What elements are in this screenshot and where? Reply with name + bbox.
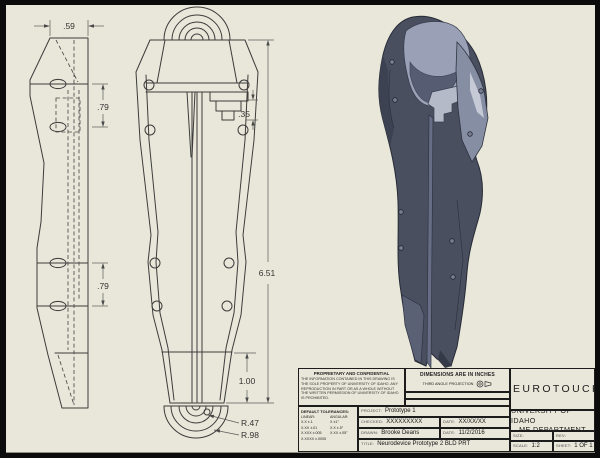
dim-radius-inner: R.47	[241, 418, 259, 428]
drawn-date-cell: DATE: 11/2/2016	[440, 428, 510, 439]
tolerances-header: DEFAULT TOLERANCES:	[301, 409, 350, 414]
scale-label: SCALE:	[513, 443, 529, 448]
dim-side-pitch-lower: .79	[97, 281, 109, 291]
dim-front-tip: 1.00	[239, 376, 256, 386]
drawn-date-value: 11/2/2016	[458, 430, 485, 436]
checked-date-value: XX/XX/XX	[458, 419, 486, 425]
projection-note: THIRD ANGLE PROJECTION	[422, 382, 474, 386]
proprietary-body: THE INFORMATION CONTAINED IN THIS DRAWIN…	[301, 377, 399, 401]
size-label: SIZE:	[513, 433, 525, 438]
spacer-cell	[405, 392, 510, 399]
size-cell: SIZE:	[510, 431, 553, 441]
dim-side-width: .59	[63, 21, 75, 31]
side-view-dimensions: .59 .79 .79	[34, 20, 109, 307]
dim-front-slot: .35	[238, 109, 250, 119]
org-line2: ME DEPARTMENT	[519, 425, 586, 431]
side-view-hidden-lines	[55, 39, 81, 406]
proprietary-title: PROPRIETARY AND CONFIDENTIAL	[313, 371, 390, 376]
scale-value: 1:2	[531, 443, 540, 449]
brand-name: NEUROTOUCH	[511, 383, 594, 395]
dim-radius-outer: R.98	[241, 430, 259, 440]
checked-date-cell: DATE: XX/XX/XX	[440, 417, 510, 428]
side-view: .59 .79 .79	[29, 20, 109, 409]
front-view: .35 6.51 1.00 R.47 R.98	[135, 6, 276, 440]
scale-cell: SCALE: 1:2	[510, 441, 553, 452]
units-note: DIMENSIONS ARE IN INCHES	[420, 372, 495, 378]
org-line1: UNIVERSITY OF IDAHO	[511, 410, 572, 425]
iso-edge-holes	[389, 59, 484, 280]
third-angle-projection-icon	[477, 380, 492, 388]
title-block: PROPRIETARY AND CONFIDENTIAL THE INFORMA…	[298, 368, 595, 452]
sheet-cell: SHEET: 1 OF 1	[553, 441, 595, 452]
drawing-sheet: .59 .79 .79	[6, 5, 595, 453]
tolerances-linear: LINEAR: X.X ±.1 X.XX ±.01 X.XXX ±.005 X.…	[301, 415, 326, 441]
checked-row: CHECKED: XXXXXXXXX	[358, 417, 440, 428]
drawn-value: Brooke Deans	[381, 430, 420, 436]
front-view-dimensions: .35 6.51 1.00 R.47 R.98	[207, 39, 276, 440]
project-label: PROJECT:	[361, 408, 382, 413]
drawing-title: Neurodevice Prototype 2 BLD PRT	[377, 441, 471, 447]
proprietary-cell: PROPRIETARY AND CONFIDENTIAL THE INFORMA…	[298, 368, 405, 406]
drawn-label: DRAWN:	[361, 430, 379, 435]
dim-side-pitch-upper: .79	[97, 102, 109, 112]
project-value: Prototype 1	[384, 408, 416, 414]
dim-front-height: 6.51	[259, 268, 276, 278]
units-cell: DIMENSIONS ARE IN INCHES THIRD ANGLE PRO…	[405, 368, 510, 392]
iso-model	[378, 15, 489, 369]
iso-view	[378, 15, 489, 369]
org-cell: UNIVERSITY OF IDAHO ME DEPARTMENT	[510, 410, 595, 431]
tolerances-angular: ANGULAR: X ±1° X.X ±.5° X.XX ±.05°	[329, 415, 349, 436]
title-label: TITLE:	[361, 441, 375, 446]
checked-date-label: DATE:	[443, 419, 456, 424]
project-row: PROJECT: Prototype 1	[358, 406, 510, 417]
checked-label: CHECKED:	[361, 419, 384, 424]
rev-label: REV:	[556, 433, 566, 438]
front-view-outline	[135, 6, 259, 439]
drawn-date-label: DATE:	[443, 430, 456, 435]
title-row: TITLE: Neurodevice Prototype 2 BLD PRT	[358, 439, 510, 452]
brand-cell: NEUROTOUCH	[510, 368, 595, 410]
tolerances-cell: DEFAULT TOLERANCES: LINEAR: X.X ±.1 X.XX…	[298, 406, 358, 452]
drawn-row: DRAWN: Brooke Deans	[358, 428, 440, 439]
checked-value: XXXXXXXXX	[386, 419, 423, 425]
side-view-outline	[29, 37, 89, 409]
sheet-value: 1 OF 1	[574, 443, 593, 449]
rev-cell: REV:	[553, 431, 595, 441]
sheet-label: SHEET:	[556, 443, 572, 448]
comments-cell: COMMENTS:	[405, 399, 510, 406]
